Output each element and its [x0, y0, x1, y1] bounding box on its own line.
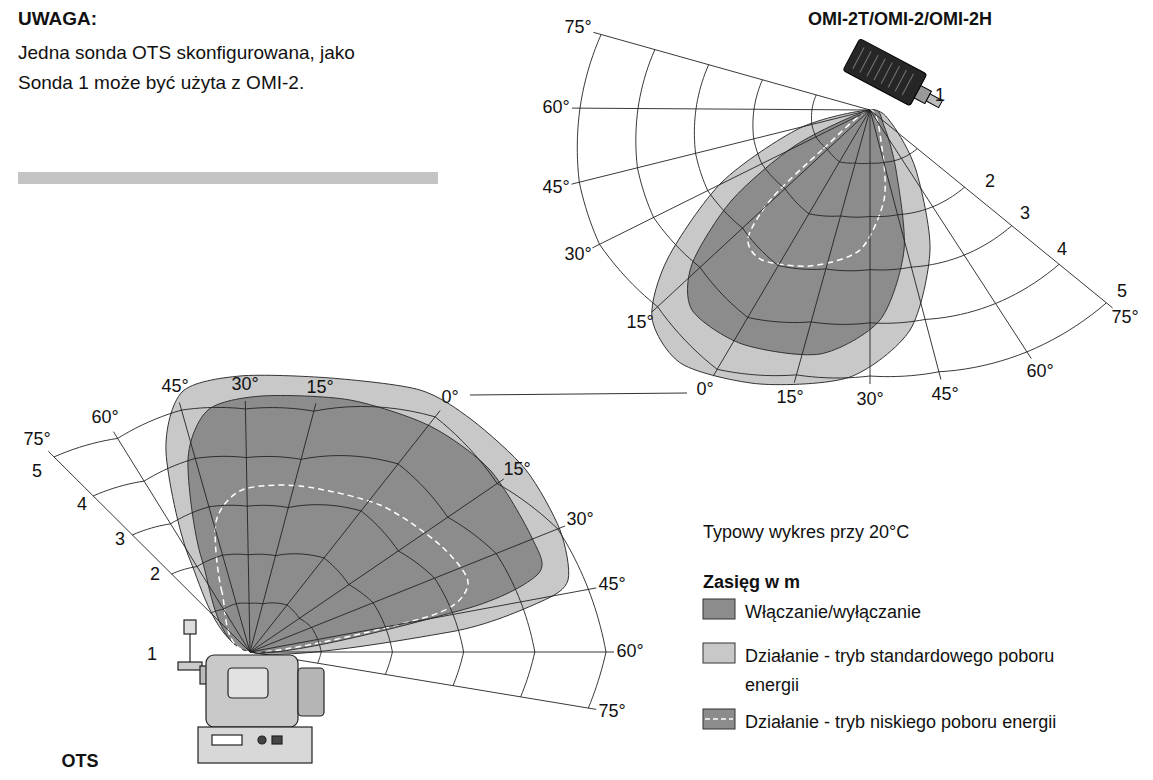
- angle-label: 15°: [776, 387, 803, 409]
- angle-label: 15°: [306, 377, 333, 399]
- switch-lobe: [188, 396, 542, 653]
- standard-mode-lobe: [652, 110, 930, 385]
- device-title: OMI-2T/OMI-2/OMI-2H: [808, 9, 992, 31]
- chart-note: Typowy wykres przy 20°C: [703, 522, 909, 544]
- angle-line: [48, 451, 250, 652]
- angle-line: [250, 411, 440, 652]
- angle-line: [870, 110, 1031, 359]
- range-label: 5: [32, 461, 42, 483]
- angle-label: 75°: [23, 429, 50, 451]
- range-label: 1: [147, 644, 157, 666]
- angle-label: 45°: [598, 574, 625, 596]
- range-label: 3: [1020, 203, 1030, 225]
- range-ring: [577, 34, 1106, 377]
- axis-unit: Zasięg w m: [703, 572, 800, 594]
- angle-label: 60°: [91, 407, 118, 429]
- angle-line: [250, 588, 596, 652]
- angle-label: 30°: [856, 389, 883, 411]
- legend-swatch: [703, 599, 735, 619]
- legend-swatch: [703, 643, 735, 663]
- angle-line: [179, 402, 250, 652]
- angle-label: 15°: [626, 312, 653, 334]
- angle-label: 30°: [566, 509, 593, 531]
- angle-line: [870, 110, 941, 380]
- standard-mode-lobe: [166, 375, 569, 654]
- angle-label: 45°: [931, 384, 958, 406]
- range-label: 4: [77, 494, 87, 516]
- angle-line: [593, 32, 870, 110]
- low-power-lobe: [748, 110, 885, 266]
- angle-label: 45°: [161, 376, 188, 398]
- range-label: 3: [115, 529, 125, 551]
- angle-label: 75°: [598, 701, 625, 723]
- legend-text: Włączanie/wyłączanie: [745, 598, 1145, 627]
- angle-label: 75°: [564, 17, 591, 39]
- note-heading: UWAGA:: [18, 8, 97, 31]
- range-ring: [636, 50, 1059, 325]
- angle-line: [652, 110, 870, 312]
- range-ring: [753, 80, 965, 217]
- angle-line: [572, 108, 870, 110]
- angle-label: 30°: [564, 244, 591, 266]
- range-ring: [211, 603, 321, 663]
- angle-line: [713, 110, 870, 376]
- angle-label: 0°: [441, 387, 458, 409]
- omi-device: [843, 39, 950, 119]
- angle-line: [250, 652, 614, 653]
- angle-line: [250, 403, 316, 652]
- angle-line: [870, 110, 1113, 308]
- range-label: 4: [1057, 239, 1067, 261]
- note-bar: [18, 172, 438, 184]
- range-label: 2: [150, 564, 160, 586]
- angle-label: 75°: [1111, 307, 1138, 329]
- range-ring: [694, 65, 1011, 271]
- range-label: 1: [935, 85, 945, 107]
- ots-device: [178, 620, 324, 763]
- angle-line: [250, 526, 565, 652]
- angle-line: [794, 110, 870, 383]
- polar-chart: [48, 375, 614, 709]
- angle-line: [113, 432, 250, 652]
- range-ring: [54, 406, 606, 708]
- polar-chart: [572, 32, 1113, 384]
- legend-swatch: [703, 709, 735, 729]
- angle-line: [592, 110, 870, 248]
- angle-label: 30°: [231, 374, 258, 396]
- angle-label: 60°: [616, 641, 643, 663]
- angle-label: 15°: [503, 459, 530, 481]
- range-label: 2: [985, 171, 995, 193]
- angle-label: 60°: [1026, 361, 1053, 383]
- angle-label: 45°: [542, 177, 569, 199]
- device-name: OTS: [61, 751, 98, 773]
- angle-label: 0°: [696, 379, 713, 401]
- angle-line: [870, 110, 871, 384]
- angle-label: 60°: [542, 97, 569, 119]
- low-power-lobe: [215, 485, 468, 652]
- note-text: Jedna sonda OTS skonfigurowana, jako Son…: [18, 38, 363, 98]
- zero-link-line: [470, 393, 687, 395]
- legend-text: Działanie - tryb standardowego poboru en…: [745, 642, 1105, 700]
- range-ring: [93, 456, 535, 697]
- range-ring: [132, 505, 463, 686]
- angle-line: [245, 401, 250, 652]
- angle-line: [572, 110, 870, 184]
- legend-text: Działanie - tryb niskiego poboru energii: [745, 708, 1149, 737]
- range-label: 5: [1117, 281, 1127, 303]
